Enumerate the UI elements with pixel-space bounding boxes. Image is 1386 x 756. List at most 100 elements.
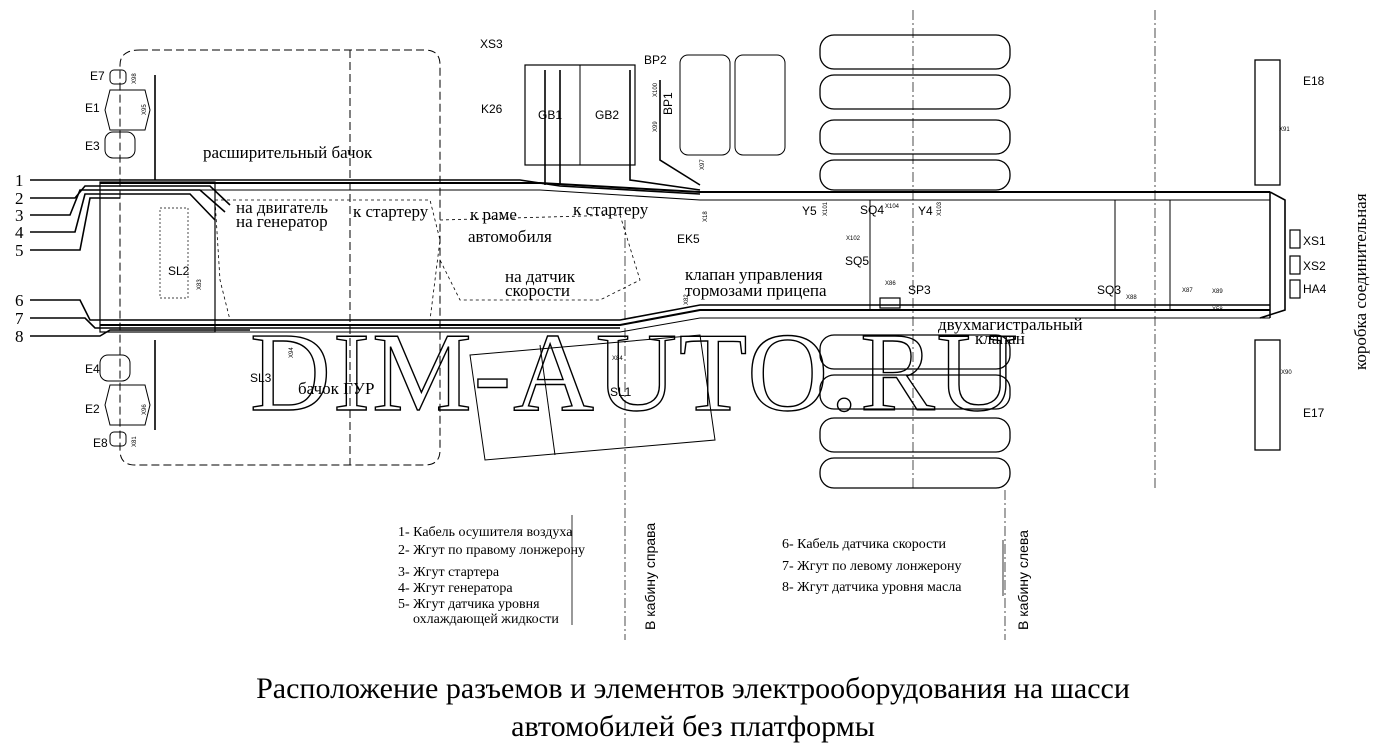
- comp-E18: E18: [1303, 74, 1325, 88]
- harness-wires: [30, 70, 1286, 430]
- comp-E3: E3: [85, 139, 100, 153]
- connector-tag: X91: [1279, 127, 1290, 133]
- comp-E17: E17: [1303, 406, 1325, 420]
- legend-right-side: 1- Кабель осушителя воздуха 2- Жгут по п…: [398, 515, 658, 630]
- legend-left-target: В кабину слева: [1015, 530, 1031, 630]
- label-to-generator: на генератор: [236, 212, 328, 231]
- legend-item: 7- Жгут по левому лонжерону: [782, 559, 962, 574]
- comp-E8: E8: [93, 436, 108, 450]
- connector-tag: X97: [700, 159, 706, 170]
- legend-item: 1- Кабель осушителя воздуха: [398, 525, 573, 540]
- air-tanks: [679, 54, 786, 156]
- connector-tag: X89: [1212, 289, 1223, 295]
- connector-tag: X88: [1126, 295, 1137, 301]
- chassis-diagram: 1 2 3 4 5 6 7 8 расширительный бачок на …: [15, 10, 1370, 640]
- connector-tag: X104: [885, 204, 900, 210]
- legend-item: 5- Жгут датчика уровня: [398, 597, 540, 612]
- frame: [100, 182, 1271, 333]
- comp-EK5: EK5: [677, 232, 700, 246]
- axle-centerlines: [624, 10, 1156, 640]
- comp-GB1: GB1: [538, 108, 562, 122]
- label-dual-valve-2: клапан: [975, 329, 1025, 348]
- connector-tag: X81: [132, 436, 138, 447]
- connector-tag: X99: [653, 121, 659, 132]
- label-to-starter-2: к стартеру: [573, 200, 649, 219]
- label-to-engine: на двигатель: [236, 198, 328, 217]
- connector-tag: X100: [653, 82, 659, 97]
- comp-Y4: Y4: [918, 204, 933, 218]
- comp-E4: E4: [85, 362, 100, 376]
- comp-SQ3: SQ3: [1097, 283, 1121, 297]
- connector-tag: X103: [937, 201, 943, 216]
- connector-tag: X98: [132, 73, 138, 84]
- comp-E2: E2: [85, 402, 100, 416]
- legend-item: охлаждающей жидкости: [413, 612, 559, 627]
- comp-SL2: SL2: [168, 264, 190, 278]
- comp-SL1: SL1: [610, 385, 632, 399]
- comp-E1: E1: [85, 101, 100, 115]
- comp-BP2: BP2: [644, 53, 667, 67]
- component-labels: E7 E1 E3 E4 E2 E8 XS3 K26 GB1 GB2 BP2 BP…: [85, 37, 1327, 450]
- wire-7: 7: [15, 309, 24, 328]
- connector-tag: X90: [1281, 370, 1292, 376]
- comp-SL3: SL3: [250, 371, 272, 385]
- expansion-tank-shape: [159, 207, 189, 299]
- comp-SQ5: SQ5: [845, 254, 869, 268]
- connector-tag: X82: [684, 294, 690, 305]
- label-junction-box: коробка соединительная: [1351, 193, 1370, 370]
- connector-tag: X101: [823, 201, 829, 216]
- fuel-tank: [469, 334, 716, 461]
- comp-K26: K26: [481, 102, 503, 116]
- legend-item: 3- Жгут стартера: [398, 565, 500, 580]
- wire-numbers: 1 2 3 4 5 6 7 8: [15, 171, 24, 346]
- label-trailer-valve-2: тормозами прицепа: [685, 281, 827, 300]
- label-to-starter-1: к стартеру: [353, 202, 429, 221]
- connector-tag: X96: [142, 404, 148, 415]
- legend-item: 2- Жгут по правому лонжерону: [398, 543, 585, 558]
- batteries: [524, 64, 636, 166]
- lamps: [99, 69, 151, 447]
- legend-left-side: 6- Кабель датчика скорости 7- Жгут по ле…: [782, 530, 1031, 630]
- connector-tag: X95: [142, 104, 148, 115]
- wire-5: 5: [15, 241, 24, 260]
- legend-right-target: В кабину справа: [642, 523, 658, 630]
- label-dual-valve-1: двухмагистральный: [938, 315, 1083, 334]
- tires: [819, 34, 1281, 489]
- label-expansion-tank: расширительный бачок: [203, 143, 373, 162]
- connector-tag: X86: [885, 281, 896, 287]
- comp-E7: E7: [90, 69, 105, 83]
- connector-tags: X98 X95 X96 X81 X83 X99 X100 X91 X90 X18…: [132, 73, 1292, 447]
- comp-BP1: BP1: [661, 92, 675, 115]
- connector-tag: X87: [1182, 288, 1193, 294]
- connector-tag: X58: [1212, 307, 1223, 313]
- connector-tag: X18: [703, 211, 709, 222]
- wire-4: 4: [15, 223, 24, 242]
- connector-tag: X102: [846, 236, 861, 242]
- connector-tag: X84: [612, 356, 623, 362]
- legend-item: 8- Жгут датчика уровня масла: [782, 580, 962, 595]
- small-components: [879, 229, 1301, 309]
- wire-6: 6: [15, 291, 24, 310]
- comp-SP3: SP3: [908, 283, 931, 297]
- label-trailer-valve-1: клапан управления: [685, 265, 823, 284]
- comp-HA4: HA4: [1303, 282, 1327, 296]
- comp-GB2: GB2: [595, 108, 619, 122]
- comp-Y5: Y5: [802, 204, 817, 218]
- wire-3: 3: [15, 206, 24, 225]
- connector-tag: X94: [289, 347, 295, 358]
- legend-item: 4- Жгут генератора: [398, 581, 513, 596]
- radiator: [99, 181, 216, 333]
- comp-SQ4: SQ4: [860, 203, 884, 217]
- diagram-title-line-2: автомобилей без платформы: [511, 710, 875, 743]
- legend-item: 6- Кабель датчика скорости: [782, 537, 946, 552]
- comp-XS1: XS1: [1303, 234, 1326, 248]
- connector-tag: X83: [197, 279, 203, 290]
- wire-2: 2: [15, 189, 24, 208]
- cab-outline: [119, 49, 441, 466]
- label-power-steering-tank: бачок ГУР: [298, 379, 374, 398]
- wire-1: 1: [15, 171, 24, 190]
- callouts: расширительный бачок на двигатель на ген…: [203, 143, 1370, 398]
- label-to-frame: к раме: [470, 205, 517, 224]
- wire-8: 8: [15, 327, 24, 346]
- comp-XS3: XS3: [480, 37, 503, 51]
